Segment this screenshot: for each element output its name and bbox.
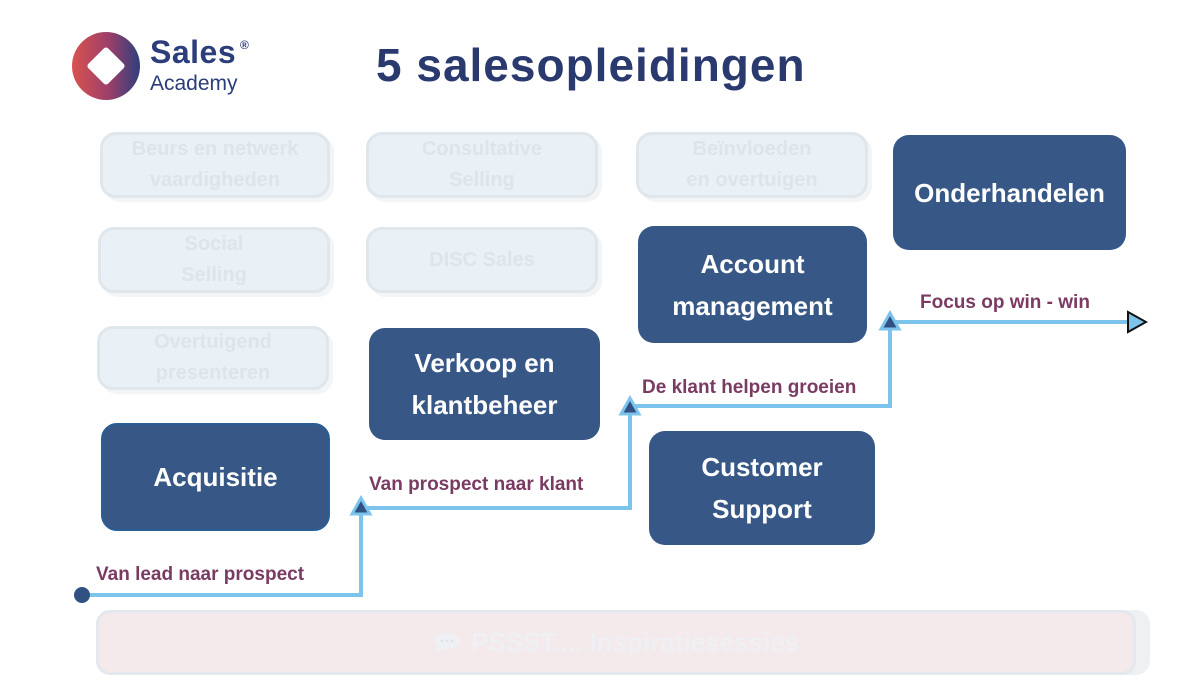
training-label: Consultative Selling [421,138,543,191]
training-label: Overtuigend presenteren [154,331,272,384]
training-label: Acquisitie [153,462,278,492]
faded-training-box: DISC Sales [366,227,598,293]
training-label: Onderhandelen [914,177,1105,208]
page-title: 5 salesopleidingen [376,39,806,91]
training-onderhandelen[interactable]: Onderhandelen [893,135,1126,250]
faded-training-box: Social Selling [98,227,330,293]
training-label: Social Selling [181,233,247,286]
training-label: Beurs en netwerk vaardigheden [131,138,299,191]
step-label: De klant helpen groeien [642,377,857,398]
speech-bubble-icon [433,632,460,653]
training-label: Account management [672,248,833,321]
faded-training-box: Consultative Selling [366,132,598,198]
faded-training-box: Overtuigend presenteren [97,326,329,390]
banner-text: PSSST.... Inspiratiesessies [470,627,800,657]
training-label: DISC Sales [429,248,535,271]
faded-training-box: Beïnvloeden en overtuigen [636,132,868,198]
step-marker-icon [349,494,373,516]
step-label: Van lead naar prospect [96,564,305,585]
step-marker-icon [878,309,902,331]
logo-subtitle: Academy [150,72,238,95]
end-arrow-icon [1127,310,1149,334]
path-line [82,320,1132,597]
training-customer-support[interactable]: Customer Support [649,431,875,545]
training-label: Customer Support [701,452,823,524]
step-label: Van prospect naar klant [369,474,584,495]
logo-mark-icon [72,32,140,100]
faded-training-box: Beurs en netwerk vaardigheden [100,132,330,198]
step-marker-icon [618,394,642,416]
logo-name: Sales [150,34,237,70]
inspiration-sessions-banner[interactable]: PSSST.... Inspiratiesessies [96,610,1136,675]
start-dot-icon [74,587,90,603]
training-verkoop[interactable]: Verkoop en klantbeheer [369,328,600,440]
training-account-management[interactable]: Account management [638,226,867,343]
training-acquisitie[interactable]: Acquisitie [101,423,330,531]
training-label: Verkoop en klantbeheer [411,348,558,420]
sales-academy-logo: Sales ® Academy [72,32,272,102]
training-label: Beïnvloeden en overtuigen [686,138,818,191]
step-label: Focus op win - win [920,292,1090,313]
logo-registered: ® [240,38,249,52]
